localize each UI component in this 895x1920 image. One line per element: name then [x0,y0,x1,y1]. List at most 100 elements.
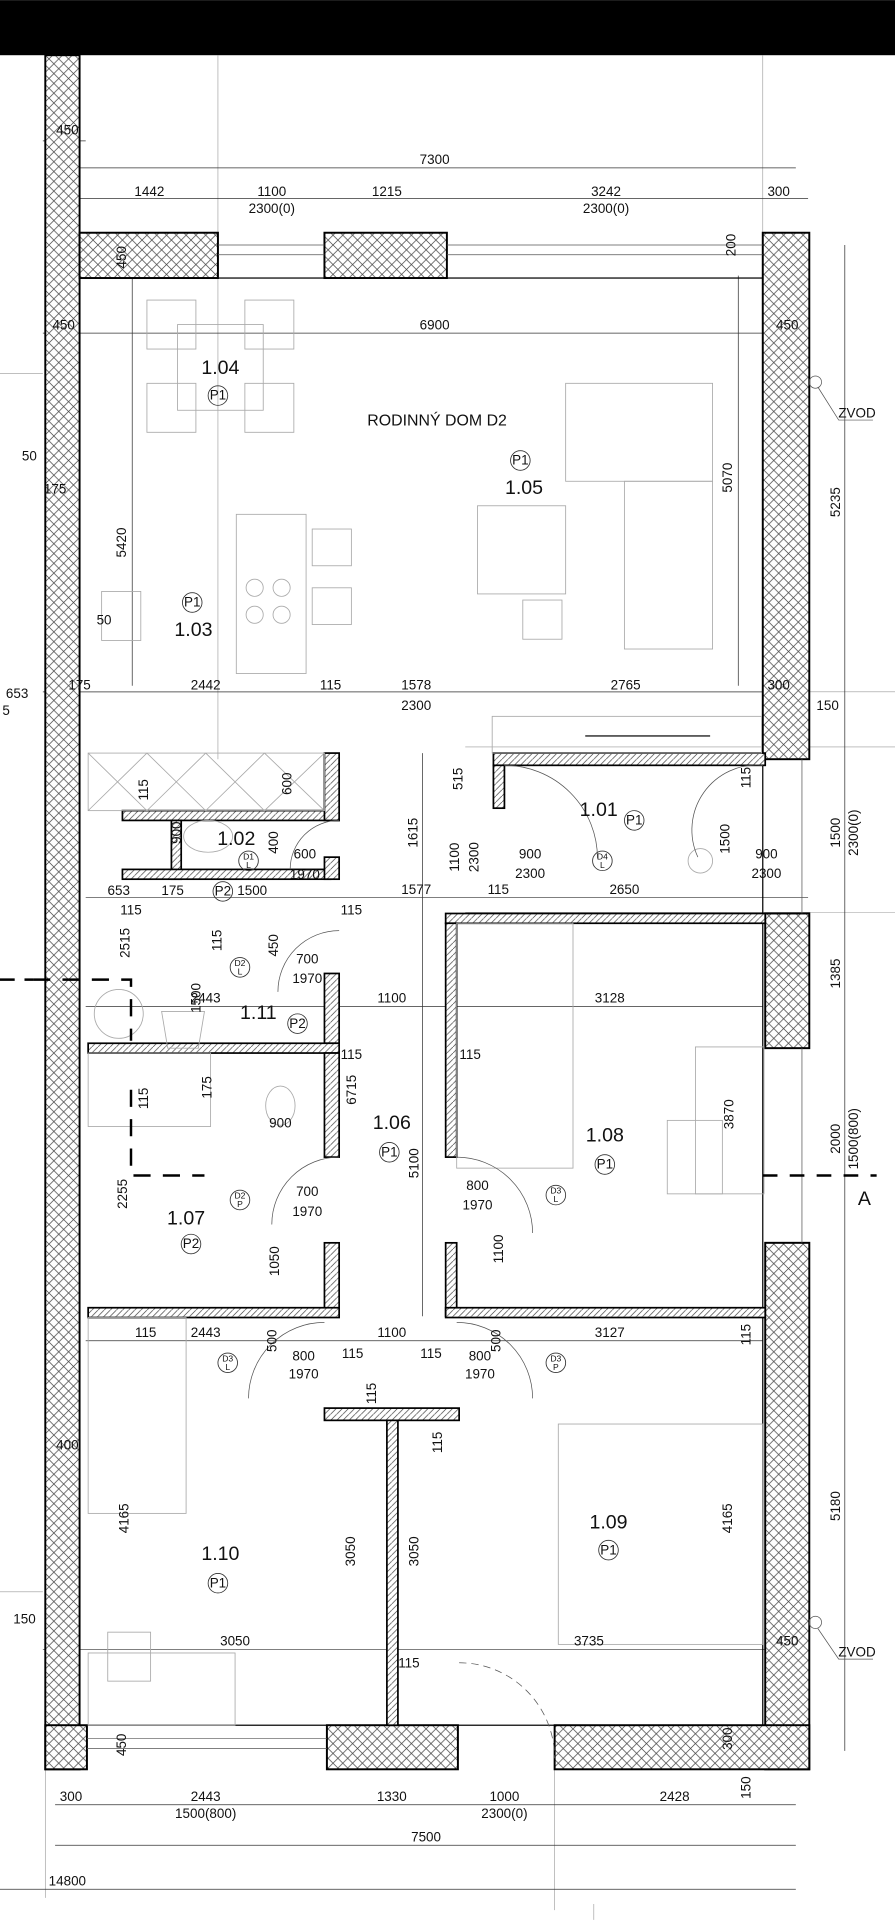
dimension-label: 450 [56,123,78,138]
dimension-label: 1970 [465,1367,495,1382]
dimension-label: 115 [738,767,753,788]
dimension-label: 2443 [191,1325,221,1340]
dimension-label: 1100 [447,843,462,872]
floor-type-icon [623,810,645,831]
room-number: 1.02 [217,828,255,850]
dimension-label: 1970 [289,1367,319,1382]
dimension-label: 7500 [411,1829,441,1844]
dimension-label: 115 [342,1346,363,1361]
dimension-label: 5235 [828,487,843,517]
dimension-label: 1500 [189,983,204,1013]
dimension-label: 115 [420,1346,441,1361]
dimension-label: 150 [738,1776,753,1798]
downpipe-label: ZVOD [838,1645,876,1660]
door-swings [248,764,763,1759]
dimension-label: 1000 [489,1789,519,1804]
dimension-label: 400 [56,1438,78,1453]
dimension-label: 1500 [237,883,267,898]
floor-type-icon [594,1154,616,1175]
dimension-label: 14800 [49,1873,86,1888]
dimension-label: 900 [755,846,777,861]
door-tag-icon [592,850,613,872]
dimension-label: 175 [200,1076,215,1098]
floor-type-icon [207,385,229,406]
floor-type-label: P1 [210,388,226,403]
room-number: 1.03 [174,619,212,641]
floor-type-label: P1 [597,1157,613,1172]
dimension-label: 2300(0) [583,201,629,216]
door-side: L [246,860,251,870]
floor-type-label: P2 [289,1016,305,1031]
floor-type-icon [379,1141,400,1163]
dimension-label: 2428 [660,1789,690,1804]
dimension-label: 50 [22,448,37,463]
dimension-label: 115 [341,1047,362,1062]
door-side: L [553,1194,558,1204]
floor-type-icon [598,1539,619,1561]
section-line-a [0,978,877,1177]
dimension-label: 700 [296,952,318,967]
dimension-label: 175 [68,677,90,692]
floor-type-label: P2 [183,1236,199,1251]
dimension-label: 3128 [595,991,625,1006]
dimension-label: 115 [209,930,224,951]
dimension-label: 115 [135,1325,156,1340]
dimension-label: 2000 [828,1124,843,1154]
dimension-label: 2443 [191,1789,221,1804]
dimension-label: 6715 [344,1075,359,1105]
dimension-label: 2650 [609,882,639,897]
inner-walls [87,752,767,1727]
floor-type-label: P1 [210,1575,226,1590]
dimension-label: 800 [466,1178,488,1193]
dimension-label: 1385 [828,958,843,988]
dimension-label: 115 [459,1047,480,1062]
dimension-label: 1442 [134,184,164,199]
dimension-label: 2442 [191,677,221,692]
door-type: D2 [234,958,245,968]
dimension-label: 2300 [401,698,431,713]
door-side: P [553,1362,559,1372]
dimension-label: 1050 [267,1246,282,1276]
dimension-label: 3870 [721,1099,736,1129]
section-marker-label: A [858,1188,872,1210]
dimension-label: 200 [724,234,739,256]
dimension-label: 115 [488,882,509,897]
floor-type-icon [212,881,234,902]
dimension-label: 2443 [191,991,221,1006]
door-tag-icon [545,1352,567,1374]
floor-type-label: P1 [512,453,528,468]
dimension-label: 1500 [718,824,733,854]
dimension-label: 450 [114,1734,129,1756]
floor-type-icon [180,1233,202,1255]
dimension-label: 450 [776,1634,798,1649]
dimension-label: 175 [44,481,66,496]
room-number: 1.05 [505,477,543,499]
dimension-label: 400 [266,831,281,853]
door-side: L [238,967,243,977]
dimension-label: 115 [364,1383,379,1404]
kitchen-counter [87,752,325,812]
dimension-label: 1100 [377,991,406,1006]
furniture [87,299,765,1726]
door-tag-icon [229,957,251,978]
dimension-label: 900 [269,1116,291,1131]
dimension-label: 175 [161,883,183,898]
room-number: 1.04 [201,357,239,379]
dimension-label: 3050 [407,1536,422,1566]
dimension-label: 1970 [292,1204,322,1219]
outer-walls [44,54,811,1771]
dimension-label: 1330 [377,1789,407,1804]
dimension-label: 1500(800) [175,1806,236,1821]
dimension-label: 6900 [420,317,450,332]
dimension-label: 1578 [401,677,431,692]
floor-type-label: P1 [626,813,642,828]
door-tag-icon [229,1189,251,1211]
room-number: 1.07 [167,1208,205,1230]
dimension-label: 5070 [720,463,735,493]
dimension-label: 50 [97,612,112,627]
dimension-label: 653 [108,883,130,898]
dimension-label: 115 [320,677,341,692]
dimension-label: 3735 [574,1634,604,1649]
dimension-label: 1215 [372,184,402,199]
